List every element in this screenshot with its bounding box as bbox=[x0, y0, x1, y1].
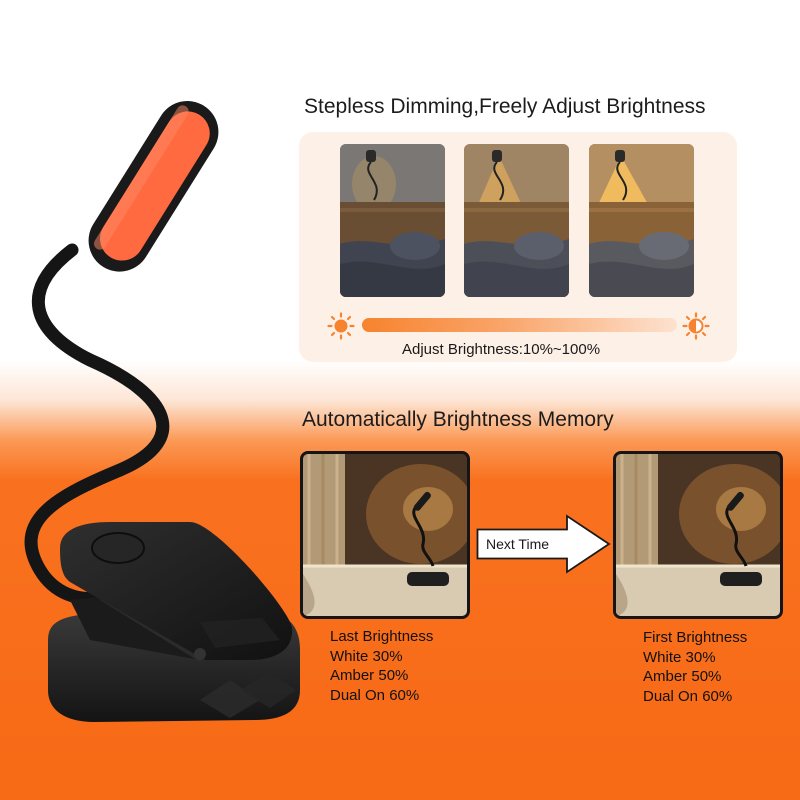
last-white-value: White 30% bbox=[330, 647, 403, 665]
memory-heading: Automatically Brightness Memory bbox=[302, 408, 614, 431]
last-brightness-info: Last Brightness White 30% Amber 50% Dual… bbox=[330, 627, 433, 705]
first-brightness-photo bbox=[613, 451, 783, 619]
sun-icon bbox=[327, 312, 355, 340]
next-time-label: Next Time bbox=[486, 536, 550, 552]
first-white-value: White 30% bbox=[643, 648, 716, 666]
last-brightness-photo bbox=[300, 451, 470, 619]
bedroom-photo-low bbox=[340, 144, 445, 297]
lamp-head bbox=[88, 101, 219, 272]
clip-lamp-illustration bbox=[24, 101, 300, 722]
gooseneck-arm bbox=[24, 243, 170, 605]
brightness-slider-track[interactable] bbox=[362, 318, 677, 332]
half-sun-icon bbox=[682, 312, 710, 340]
last-dual-value: Dual On 60% bbox=[330, 686, 420, 704]
first-brightness-info: First Brightness White 30% Amber 50% Dua… bbox=[643, 628, 747, 706]
first-brightness-title: First Brightness bbox=[643, 629, 748, 646]
bedroom-photo-mid bbox=[464, 144, 569, 297]
dimming-heading: Stepless Dimming,Freely Adjust Brightnes… bbox=[304, 95, 706, 118]
right-arrow-icon bbox=[476, 514, 611, 574]
last-brightness-title: Last Brightness bbox=[330, 628, 434, 645]
first-amber-value: Amber 50% bbox=[643, 668, 722, 685]
last-amber-value: Amber 50% bbox=[330, 667, 409, 684]
bedroom-photo-high bbox=[589, 144, 694, 297]
brightness-range-caption: Adjust Brightness:10%~100% bbox=[402, 341, 601, 358]
first-dual-value: Dual On 60% bbox=[643, 687, 733, 705]
